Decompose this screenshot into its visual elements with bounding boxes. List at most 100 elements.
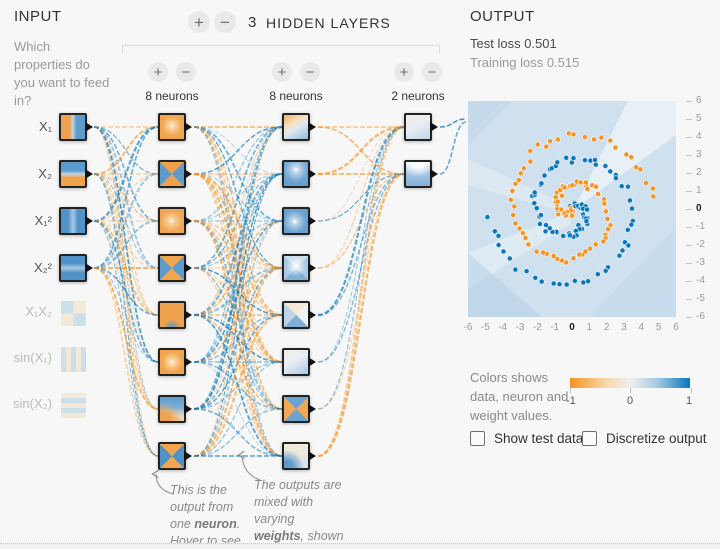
neuron-layer2-4[interactable] xyxy=(282,254,316,282)
connection-line xyxy=(193,126,283,222)
neuron-layer2-7[interactable] xyxy=(282,395,316,423)
connection-line xyxy=(193,173,283,363)
neuron-output-arrow-icon xyxy=(184,357,192,367)
y-tick-mark xyxy=(686,191,692,192)
connection-line xyxy=(93,220,159,457)
x-tick--5: -5 xyxy=(480,322,490,333)
connection-line xyxy=(317,126,405,222)
feature-tile-x2squared[interactable] xyxy=(59,254,93,282)
feature-tile-sinx2[interactable] xyxy=(61,393,86,418)
feature-label-x1: X₁ xyxy=(38,119,52,134)
y-tick-1: 1 xyxy=(696,185,702,196)
training-loss-label: Training loss xyxy=(470,55,544,70)
connection-line xyxy=(317,125,405,317)
connection-line xyxy=(193,220,283,316)
connection-line xyxy=(193,361,283,457)
connection-line xyxy=(193,173,283,457)
show-test-data-checkbox[interactable] xyxy=(470,431,485,446)
neuron-layer2-6[interactable] xyxy=(282,348,316,376)
y-tick--6: -6 xyxy=(696,311,705,322)
neuron-layer1-7[interactable] xyxy=(158,395,192,423)
feature-output-arrow-icon xyxy=(85,263,93,273)
legend-caption: Colors shows data, neuron and weight val… xyxy=(470,370,569,423)
neuron-layer2-2[interactable] xyxy=(282,160,316,188)
connection-line xyxy=(93,267,159,410)
plus-icon: + xyxy=(153,63,163,81)
x-tick-4: 4 xyxy=(638,322,645,333)
connection-line xyxy=(193,219,283,411)
neuron-layer2-3[interactable] xyxy=(282,207,316,235)
connection-line xyxy=(193,126,283,222)
neuron-annotation: This is the output from one neuron. Hove… xyxy=(170,482,250,549)
neuron-layer1-3[interactable] xyxy=(158,207,192,235)
y-tick--3: -3 xyxy=(696,257,705,268)
x-tick-6: 6 xyxy=(673,322,679,333)
feature-output-arrow-icon xyxy=(85,216,93,226)
feature-label-sinx1: sin(X₁) xyxy=(13,349,52,365)
connection-line xyxy=(93,173,159,222)
layer-2-add-neuron-button[interactable]: + xyxy=(272,62,292,82)
neuron-layer1-6[interactable] xyxy=(158,348,192,376)
y-tick-5: 5 xyxy=(696,113,702,124)
add-layer-button[interactable]: + xyxy=(188,11,210,33)
connection-line xyxy=(93,173,159,457)
minus-icon: − xyxy=(305,63,315,81)
discretize-output-checkbox[interactable] xyxy=(582,431,597,446)
discretize-output-label[interactable]: Discretize output xyxy=(606,431,707,446)
layer-1-neuron-count-label: 8 neurons xyxy=(145,89,199,103)
feature-tile-x1[interactable] xyxy=(59,113,93,141)
neuron-layer1-5[interactable] xyxy=(158,301,192,329)
connection-line xyxy=(93,126,159,175)
neuron-output-arrow-icon xyxy=(184,263,192,273)
neuron-layer1-4[interactable] xyxy=(158,254,192,282)
layer-1-remove-neuron-button[interactable]: − xyxy=(176,62,196,82)
neuron-output-arrow-icon xyxy=(308,404,316,414)
neuron-layer3-2[interactable] xyxy=(404,160,438,188)
layer-1-add-neuron-button[interactable]: + xyxy=(148,62,168,82)
neuron-layer1-8[interactable] xyxy=(158,442,192,470)
connection-line xyxy=(193,126,283,457)
y-tick-mark xyxy=(686,245,692,246)
show-test-data-label[interactable]: Show test data xyxy=(494,431,584,446)
connection-line xyxy=(193,267,283,363)
connection-line xyxy=(193,126,283,363)
neuron-annotation-pre: This is the output from one xyxy=(170,483,234,531)
input-heading: INPUT xyxy=(14,8,62,25)
remove-layer-button[interactable]: − xyxy=(214,11,236,33)
y-tick-mark xyxy=(686,227,692,228)
connection-line xyxy=(193,220,283,457)
layer-3-remove-neuron-button[interactable]: − xyxy=(422,62,442,82)
connection-line xyxy=(439,121,467,175)
neuron-output-arrow-icon xyxy=(430,169,438,179)
neuron-layer2-5[interactable] xyxy=(282,301,316,329)
connection-line xyxy=(193,173,283,269)
connection-line xyxy=(317,173,405,222)
y-tick-mark xyxy=(686,281,692,282)
feature-tile-sinx1[interactable] xyxy=(61,347,86,372)
connection-line xyxy=(193,267,283,410)
feature-tile-x1squared[interactable] xyxy=(59,207,93,235)
connection-line xyxy=(193,267,283,457)
connection-line xyxy=(193,408,283,457)
layer-3-add-neuron-button[interactable]: + xyxy=(394,62,414,82)
hidden-layer-count: 3 xyxy=(248,14,257,31)
output-chart xyxy=(468,101,676,317)
connection-line xyxy=(193,314,283,410)
y-tick--2: -2 xyxy=(696,239,705,250)
connection-line xyxy=(193,361,283,457)
connection-line xyxy=(93,173,159,269)
layer-2-remove-neuron-button[interactable]: − xyxy=(300,62,320,82)
feature-tile-x1x2[interactable] xyxy=(61,301,86,326)
neuron-layer1-2[interactable] xyxy=(158,160,192,188)
neuron-layer3-1[interactable] xyxy=(404,113,438,141)
layer-2-neuron-count-label: 8 neurons xyxy=(269,89,323,103)
feature-tile-x2[interactable] xyxy=(59,160,93,188)
annotation-arrow-weights xyxy=(237,450,261,481)
neuron-layer1-1[interactable] xyxy=(158,113,192,141)
connection-line xyxy=(93,267,159,316)
neuron-layer2-1[interactable] xyxy=(282,113,316,141)
connection-line xyxy=(193,313,283,458)
neuron-layer2-8[interactable] xyxy=(282,442,316,470)
layers-bracket xyxy=(122,45,440,53)
